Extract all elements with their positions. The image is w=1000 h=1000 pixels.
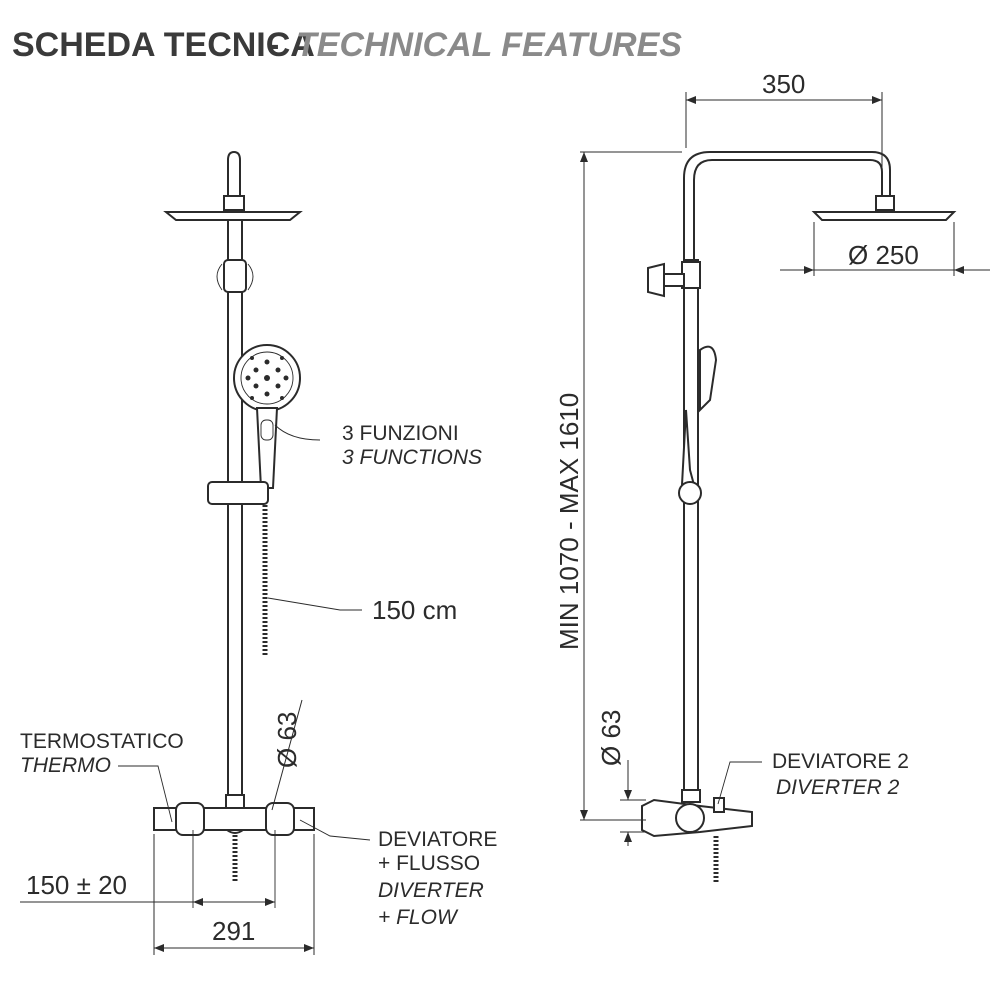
front-inlet-legs (192, 830, 276, 908)
side-diverter-2 (713, 797, 725, 813)
front-joint-ring (216, 263, 254, 291)
front-thermostatic-leader (118, 765, 173, 823)
functions-label-en: 3 FUNCTIONS (342, 446, 482, 469)
side-slider-knob (678, 481, 702, 505)
side-head-connector (875, 195, 895, 211)
front-view: 3 FUNZIONI 3 FUNCTIONS 150 cm TERMOSTATI… (20, 150, 497, 955)
side-wall-bracket-arm (663, 273, 685, 287)
diverter2-leader (717, 761, 762, 805)
title-separator: - (268, 26, 279, 64)
head-diameter-label: Ø 250 (848, 240, 919, 270)
title-main: SCHEDA TECNICA (12, 26, 315, 64)
diverter-label-it-2: + FLUSSO (378, 852, 480, 875)
front-diverter-knob (265, 802, 295, 836)
front-function-button (260, 419, 274, 441)
front-column (227, 219, 243, 801)
front-hand-shower-handle (255, 407, 279, 489)
hose-length-label: 150 cm (372, 595, 457, 625)
height-dimline (580, 151, 682, 821)
title-sub: TECHNICAL FEATURES (296, 26, 682, 64)
front-hose-leader (267, 597, 362, 611)
side-diameter-dimline (620, 760, 646, 846)
side-column (683, 259, 699, 801)
front-shower-head (163, 211, 303, 221)
inlet-spacing-label: 150 ± 20 (26, 870, 127, 900)
arm-length-label: 350 (762, 69, 805, 99)
side-shower-head (811, 211, 957, 221)
side-hand-shower (699, 345, 718, 413)
side-mixer-knob (675, 803, 705, 833)
front-arm-stub (227, 150, 241, 201)
side-view: 350 Ø 250 MIN 1070 - MAX 1610 Ø 63 DEVIA… (554, 69, 990, 884)
front-slider-bracket (207, 481, 269, 505)
diverter2-label-en: DIVERTER 2 (776, 776, 900, 799)
front-diameter-label: Ø 63 (272, 712, 302, 768)
front-functions-leader (274, 424, 321, 441)
side-diameter-arrows (624, 790, 632, 842)
front-diverter-leader (299, 819, 371, 841)
side-lower-connector (681, 789, 701, 803)
side-diameter-label: Ø 63 (596, 710, 626, 766)
diverter-label-en-2: + FLOW (378, 906, 459, 929)
front-lower-connector (225, 794, 245, 810)
diverter-label-it-1: DEVIATORE (378, 828, 497, 851)
front-diameter-leader (271, 699, 303, 811)
diverter-label-en-1: DIVERTER (378, 879, 484, 902)
front-column-joint (223, 259, 247, 293)
side-wall-bracket (647, 262, 665, 298)
front-head-connector (223, 195, 245, 211)
diverter2-label-it: DEVIATORE 2 (772, 750, 909, 773)
inlet-spacing-arrows (193, 898, 275, 906)
arm-length-dimline (685, 92, 883, 194)
height-label: MIN 1070 - MAX 1610 (554, 393, 584, 650)
mixer-width-dimline (153, 834, 315, 955)
mixer-width-label: 291 (212, 916, 255, 946)
front-thermostat-knob (175, 802, 205, 836)
thermostatic-label-en: THERMO (20, 754, 111, 777)
functions-label-it: 3 FUNZIONI (342, 422, 459, 445)
front-hand-shower-nozzles (245, 356, 289, 400)
front-hand-shower-face (240, 351, 294, 405)
thermostatic-label-it: TERMOSTATICO (20, 730, 184, 753)
